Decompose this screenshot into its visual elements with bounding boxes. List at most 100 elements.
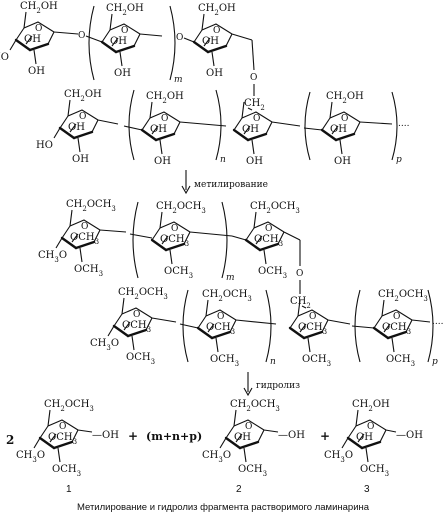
c6-group-label: CH2OH <box>326 91 364 105</box>
ring-upper-bond <box>253 221 285 233</box>
ring-bond <box>151 227 161 241</box>
c2-bond <box>211 51 215 67</box>
c6-bond <box>149 101 153 119</box>
row4b-repeat-subscript: p <box>432 357 438 367</box>
ring-front-bond <box>258 242 280 252</box>
ring-upper-bond <box>355 419 387 431</box>
ring-oxygen-label: O <box>393 312 400 322</box>
glycosidic-bond <box>303 127 323 131</box>
row1-repeat-subscript: m <box>174 75 183 85</box>
glycosidic-bond <box>189 231 233 237</box>
ring-front-bond <box>386 330 408 340</box>
c4-bond <box>341 437 349 449</box>
ring-bond <box>193 29 203 43</box>
c3-group-label: OCH3 <box>122 320 151 334</box>
ring-bond <box>245 227 255 241</box>
c6-bond <box>69 209 73 227</box>
row3-repeat-close-paren <box>221 201 228 279</box>
product-coefficient-2: (m+n+p) <box>146 430 202 443</box>
c3-bond <box>49 433 57 443</box>
ring-front-bond <box>346 436 364 450</box>
glycosidic-oxygen-label: O <box>176 33 183 43</box>
ch2-link-bond <box>301 305 307 309</box>
c2-group-label: OCH3 <box>238 464 267 478</box>
ring-front-bond <box>52 440 74 450</box>
ch2-link-bond <box>247 107 253 111</box>
c4-group-label: CH3O <box>202 450 231 464</box>
glycosidic-oxygen-label: O <box>78 31 85 41</box>
glycosidic-bond <box>231 33 253 41</box>
c2-group-label: OCH3 <box>74 264 103 278</box>
ring-front-bond <box>164 242 186 252</box>
c6-bond <box>297 299 301 317</box>
c4-group-label: CH3O <box>324 450 353 464</box>
ring-bond <box>145 317 153 331</box>
c6-group-label: CH2OCH3 <box>44 399 94 413</box>
c6-bond <box>205 299 209 317</box>
c3-bond <box>69 123 77 133</box>
ring-bond <box>405 319 413 333</box>
ring-bond <box>321 117 331 131</box>
ring-front-bond <box>238 440 260 450</box>
c3-bond <box>243 125 251 135</box>
c2-bond <box>131 335 135 351</box>
c3-bond <box>151 125 159 135</box>
c3-group-label: OH <box>356 432 373 443</box>
c3-bond <box>71 233 79 243</box>
c2-bond <box>251 139 255 155</box>
ring-oxygen-label: O <box>367 422 374 432</box>
glycosidic-bond <box>99 229 127 233</box>
c6-bond <box>121 297 125 315</box>
ring-front-bond <box>210 330 232 340</box>
ring-bond <box>101 29 111 43</box>
ring-upper-bond <box>205 309 237 321</box>
ring-front-bond <box>334 132 356 142</box>
c2-group-label: OH <box>206 68 223 79</box>
structure-labels: OCH2OHHOOHOHOOCH2OHOHOHmOOCH2OHOHOHOCH2O… <box>0 1 444 495</box>
ring-upper-bond <box>47 419 79 431</box>
c2-bond <box>57 447 61 463</box>
c6-group-label: CH2OH <box>352 399 390 413</box>
c2-bond <box>33 49 37 65</box>
ring-upper-bond <box>201 23 233 35</box>
c2-bond <box>307 337 311 353</box>
ring-bond <box>197 315 207 329</box>
ring-bond <box>113 313 123 327</box>
c6-bond <box>329 101 333 119</box>
ring-upper-bond <box>329 111 361 123</box>
chain-continuation-ellipsis: .... <box>432 317 444 327</box>
ring-front-bond <box>302 330 324 340</box>
c3-group-label: OH <box>242 124 259 135</box>
c6-bond <box>355 409 359 427</box>
figure-caption: Метилирование и гидролиз фрагмента раств… <box>77 502 370 513</box>
anomeric-oh-bond <box>263 429 279 433</box>
c3-bond <box>203 37 211 47</box>
ring-front-bond <box>14 38 32 52</box>
glycosidic-bond <box>179 121 227 127</box>
row4-repeat-open-paren <box>182 289 189 363</box>
c3-bond <box>331 125 339 135</box>
c2-bond <box>79 247 83 263</box>
ring-front-bond <box>320 128 338 142</box>
plus-sign-1: + <box>128 429 138 443</box>
structure-bonds <box>9 5 434 463</box>
glycosidic-bond <box>271 121 301 127</box>
glycosidic-bond <box>231 235 247 241</box>
ring-front-bond <box>74 240 96 250</box>
ring-bond <box>257 429 265 443</box>
c3-group-label: OH <box>150 124 167 135</box>
c2-group-label: OCH3 <box>302 354 331 368</box>
ring-bond <box>347 425 357 439</box>
c2-group-label: OH <box>334 156 351 167</box>
c2-bond <box>169 249 173 265</box>
c2-group-label: OH <box>114 68 131 79</box>
methylation-arrowhead <box>181 185 191 195</box>
methylation-label: метилирование <box>194 180 268 190</box>
c6-group-label: CH2OH <box>198 3 236 17</box>
ring-upper-bond <box>121 307 153 319</box>
ring-oxygen-label: O <box>35 24 42 34</box>
anomeric-oh-bond <box>77 429 93 433</box>
c2-bond <box>365 447 369 463</box>
ring-upper-bond <box>159 221 191 233</box>
